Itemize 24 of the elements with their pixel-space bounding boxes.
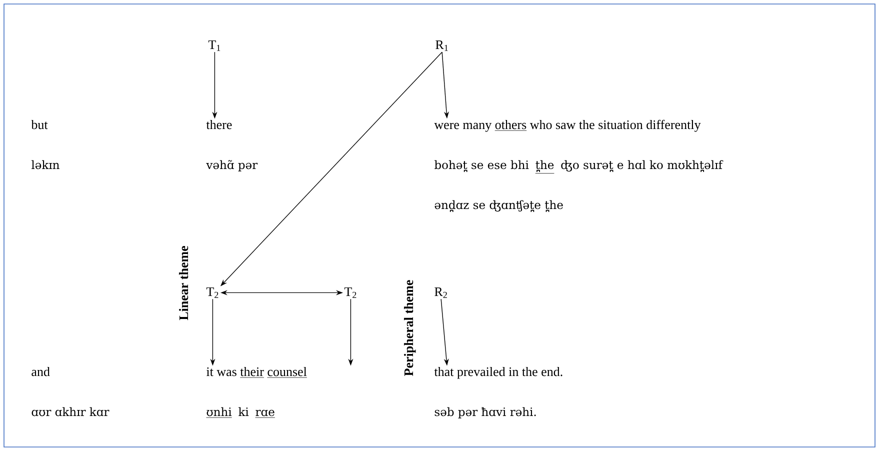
gloss-text: səb pər ħɑvi rəhi. (434, 407, 536, 418)
gloss-text: ʤo surət̪ e hɑl ko mʊkht̪əlɪf (561, 160, 724, 172)
gloss-text: rɑe (255, 410, 276, 418)
clause-text: that prevailed in the end. (434, 366, 562, 379)
gloss-text: vəhɑ̃ pər (206, 160, 258, 172)
theme-symbol: T$_{2}$ (344, 287, 356, 298)
gloss-text: ki (238, 407, 249, 416)
gloss-text: ləkɪn (32, 160, 60, 170)
gloss-text: ənd̪ɑz se ʤɑnʧət̪e t̪he (434, 200, 563, 212)
clause-text: were many others who saw the situation differently (434, 120, 701, 132)
rotated-heading: Peripheral theme (404, 280, 416, 376)
clause-text: it was their counsel (206, 366, 308, 378)
gloss-text: bohət̪ se ese bhi (434, 160, 529, 172)
gloss-text: ʊnhi (206, 407, 232, 418)
rheme-symbol: R$_{2}$ (434, 287, 447, 298)
theme-symbol: T$_{1}$ (208, 40, 220, 51)
clause-text: there (206, 120, 232, 130)
gloss-text: ɑʊr ɑkhɪr kɑr (32, 407, 110, 416)
rotated-heading: Linear theme (178, 246, 188, 320)
rheme-symbol: R$_{1}$ (436, 40, 448, 51)
clause-text: and (32, 366, 50, 376)
theme-symbol: T$_{2}$ (206, 287, 218, 298)
clause-text: but (31, 120, 48, 130)
gloss-text: t̪he (535, 160, 554, 174)
